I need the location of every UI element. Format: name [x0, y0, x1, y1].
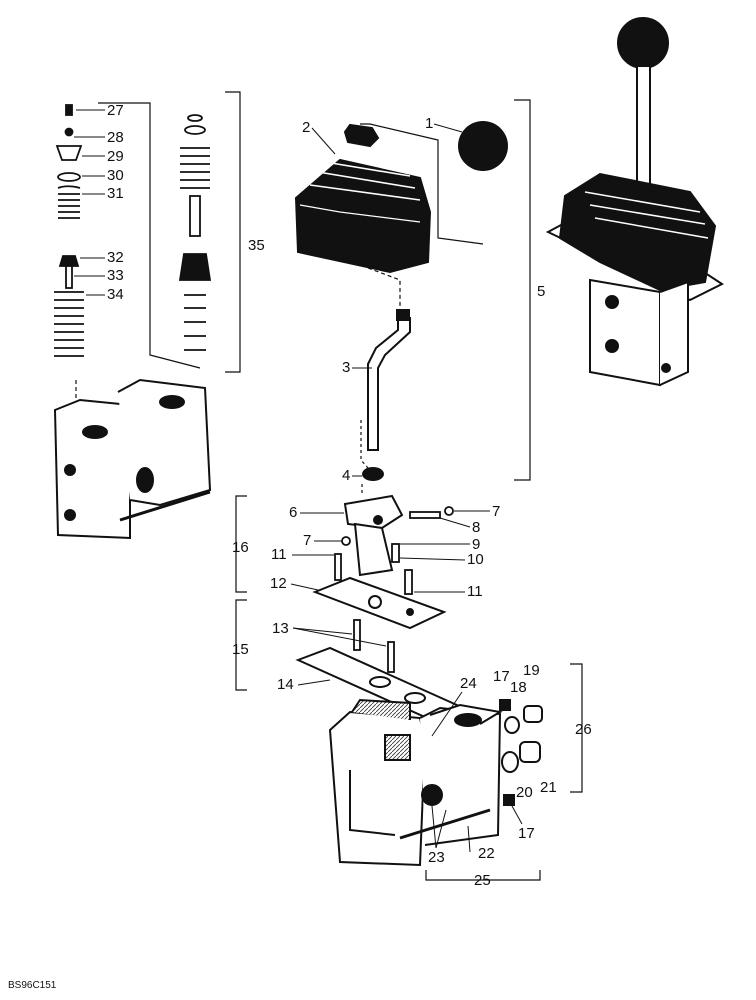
- label-2: 2: [302, 119, 310, 136]
- label-19: 19: [523, 662, 540, 679]
- label-11-left: 11: [271, 546, 287, 563]
- rubber-boot-part-2: [294, 123, 432, 274]
- label-5: 5: [537, 283, 545, 300]
- valve-body-left: [53, 378, 212, 540]
- label-17-bottom: 17: [518, 825, 535, 842]
- label-12: 12: [270, 575, 287, 592]
- nut-part-4: [362, 467, 384, 481]
- label-31: 31: [107, 185, 124, 202]
- label-8: 8: [472, 519, 480, 536]
- label-22: 22: [478, 845, 495, 862]
- lever-part-3: [367, 309, 411, 451]
- callout-labels: 1 2 3 4 5 6 7 7 8 9 10 11 11 12 13 14 15…: [74, 102, 592, 889]
- label-9: 9: [472, 536, 480, 553]
- label-20: 20: [516, 784, 533, 801]
- figure-reference-code: BS96C151: [8, 980, 57, 991]
- spring-stack-column-2: [178, 114, 212, 351]
- label-24: 24: [460, 675, 477, 692]
- label-1: 1: [425, 115, 433, 132]
- screws-parts-7-11-13: [334, 506, 454, 673]
- label-29: 29: [107, 148, 124, 165]
- label-23: 23: [428, 849, 445, 866]
- label-34: 34: [107, 286, 124, 303]
- valve-body-lower: [328, 698, 543, 867]
- label-17-top: 17: [493, 668, 510, 685]
- label-35: 35: [248, 237, 265, 254]
- label-16: 16: [232, 539, 249, 556]
- knob-part-1: [458, 121, 508, 171]
- label-28: 28: [107, 129, 124, 146]
- label-18: 18: [510, 679, 527, 696]
- label-21: 21: [540, 779, 557, 796]
- label-10: 10: [467, 551, 484, 568]
- label-11-right: 11: [467, 583, 483, 600]
- label-15: 15: [232, 641, 249, 658]
- label-32: 32: [107, 249, 124, 266]
- pivot-block-part-6: [343, 494, 404, 577]
- label-27: 27: [107, 102, 124, 119]
- assembled-joystick: [545, 17, 725, 387]
- plates-parts-12-14: [295, 576, 471, 724]
- label-25: 25: [474, 872, 491, 889]
- label-7-right: 7: [492, 503, 500, 520]
- label-26: 26: [575, 721, 592, 738]
- label-4: 4: [342, 467, 350, 484]
- label-33: 33: [107, 267, 124, 284]
- label-7-left: 7: [303, 532, 311, 549]
- label-3: 3: [342, 359, 350, 376]
- label-13: 13: [272, 620, 289, 637]
- label-14: 14: [277, 676, 294, 693]
- label-30: 30: [107, 167, 124, 184]
- leader-lines: [75, 91, 583, 881]
- spring-stack-parts-27-34: [54, 104, 84, 357]
- label-6: 6: [289, 504, 297, 521]
